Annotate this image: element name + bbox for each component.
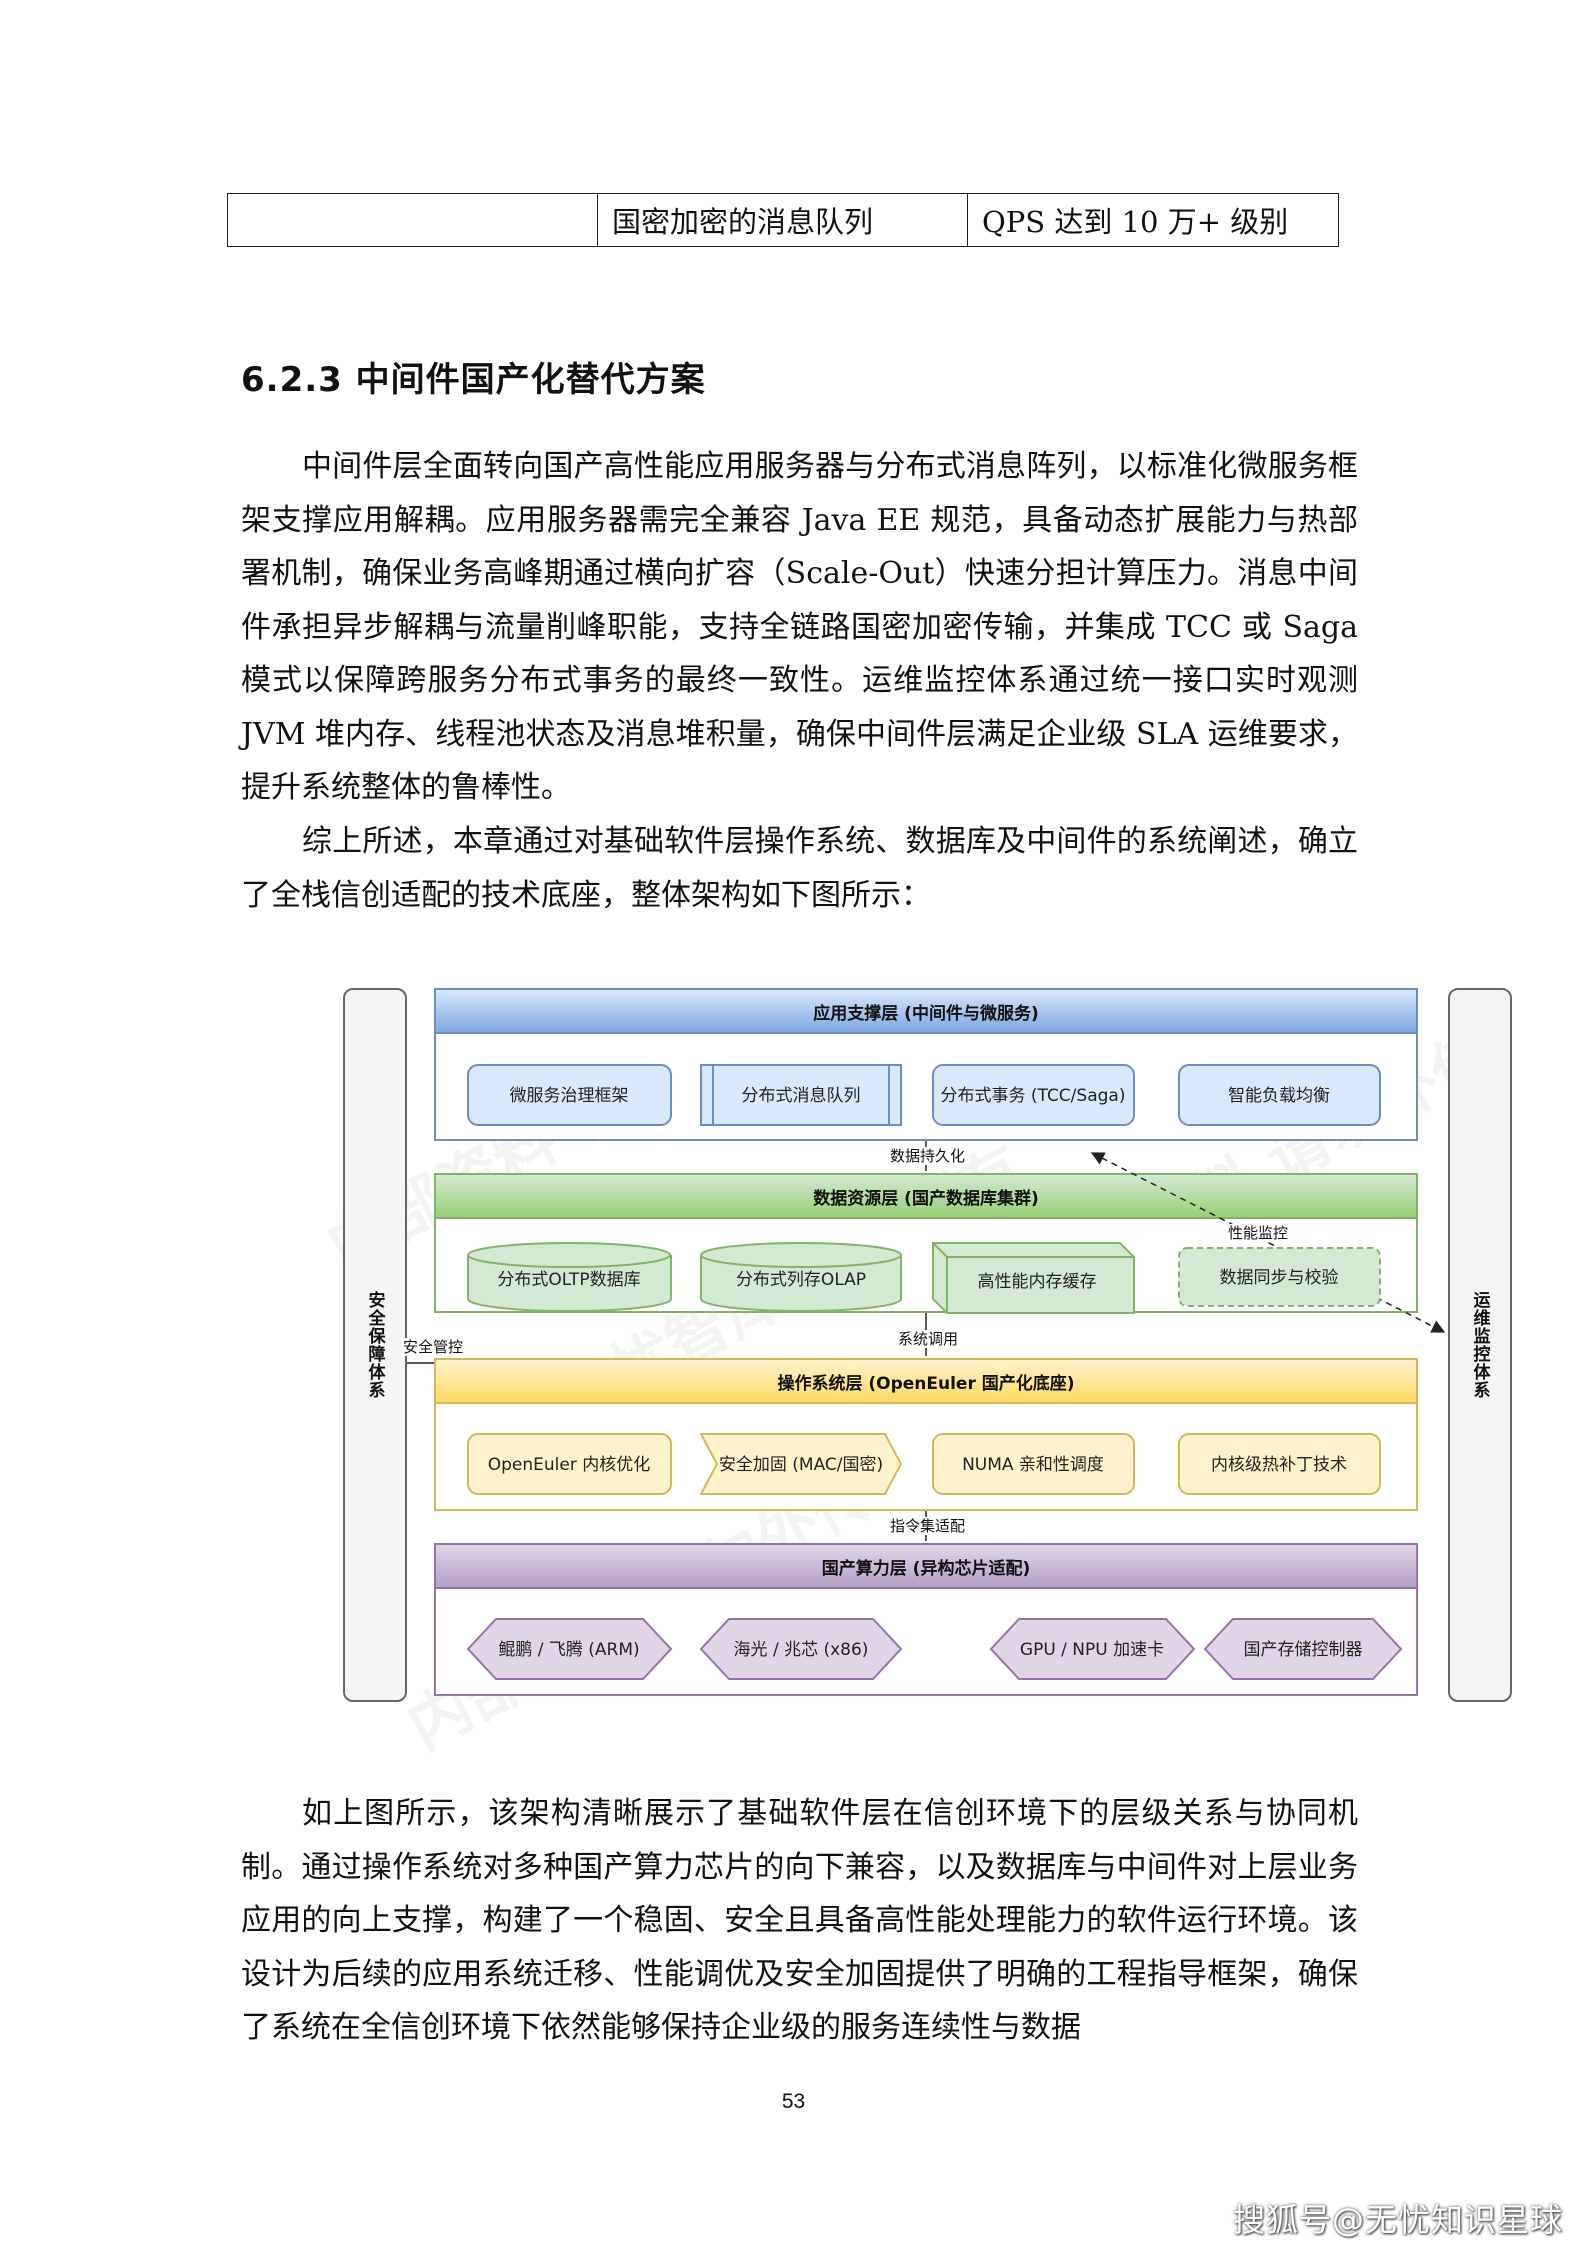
node-label: 内核级热补丁技术 — [1211, 1455, 1347, 1475]
node-label: OpenEuler 内核优化 — [488, 1455, 651, 1475]
section-heading: 6.2.3 中间件国产化替代方案 — [241, 360, 706, 400]
connector-label: 指令集适配 — [888, 1517, 968, 1535]
table-row: 国密加密的消息队列 QPS 达到 10 万+ 级别 — [227, 193, 1339, 247]
node-microservice-governance: 微服务治理框架 — [467, 1064, 672, 1126]
body-paragraph: 中间件层全面转向国产高性能应用服务器与分布式消息阵列，以标准化微服务框架支撑应用… — [241, 449, 1358, 805]
table-cell — [227, 193, 598, 247]
node-data-sync: 数据同步与校验 — [1178, 1247, 1381, 1307]
layer-title: 应用支撑层 (中间件与微服务) — [436, 990, 1416, 1034]
body-paragraph: 如上图所示，该架构清晰展示了基础软件层在信创环境下的层级关系与协同机制。通过操作… — [241, 1796, 1358, 2045]
connector-label: 安全管控 — [401, 1338, 466, 1356]
connector-label: 性能监控 — [1226, 1224, 1291, 1242]
side-label: 运维监控体系 — [1469, 1291, 1490, 1399]
node-kernel-optimization: OpenEuler 内核优化 — [467, 1433, 672, 1495]
node-storage-controller: 国产存储控制器 — [1203, 1618, 1403, 1680]
body-paragraph: 综上所述，本章通过对基础软件层操作系统、数据库及中间件的系统阐述，确立了全栈信创… — [241, 824, 1358, 913]
node-kunpeng-phytium: 鲲鹏 / 飞腾 (ARM) — [466, 1618, 673, 1680]
footer-credit: 搜狐号@无忧知识星球 — [1232, 2201, 1563, 2239]
node-memory-cache: 高性能内存缓存 — [932, 1242, 1135, 1314]
node-label: 分布式OLTP数据库 — [497, 1270, 640, 1290]
node-label: 分布式列存OLAP — [736, 1270, 866, 1290]
node-label: 微服务治理框架 — [510, 1086, 629, 1106]
node-label: 鲲鹏 / 飞腾 (ARM) — [498, 1640, 639, 1660]
node-security-hardening: 安全加固 (MAC/国密) — [699, 1433, 903, 1495]
page-number: 53 — [781, 2090, 806, 2113]
node-hot-patch: 内核级热补丁技术 — [1178, 1433, 1381, 1495]
security-system-panel: 安全保障体系 — [343, 988, 407, 1702]
node-load-balancer: 智能负载均衡 — [1178, 1064, 1381, 1126]
node-label: GPU / NPU 加速卡 — [1020, 1640, 1164, 1660]
table-cell: 国密加密的消息队列 — [597, 193, 968, 247]
node-hygon-zhaoxin: 海光 / 兆芯 (x86) — [699, 1618, 903, 1680]
layer-title: 国产算力层 (异构芯片适配) — [436, 1545, 1416, 1589]
node-label: NUMA 亲和性调度 — [962, 1455, 1104, 1475]
node-label: 海光 / 兆芯 (x86) — [734, 1640, 869, 1660]
layer-title: 操作系统层 (OpenEuler 国产化底座) — [436, 1360, 1416, 1404]
node-numa-scheduling: NUMA 亲和性调度 — [932, 1433, 1135, 1495]
side-label: 安全保障体系 — [364, 1291, 385, 1399]
spec-table-fragment: 国密加密的消息队列 QPS 达到 10 万+ 级别 — [227, 193, 1339, 247]
connector-label: 系统调用 — [896, 1330, 961, 1348]
node-distributed-mq: 分布式消息队列 — [700, 1064, 902, 1126]
node-label: 分布式消息队列 — [742, 1086, 861, 1106]
node-label: 安全加固 (MAC/国密) — [719, 1455, 883, 1475]
node-distributed-transaction: 分布式事务 (TCC/Saga) — [932, 1064, 1135, 1126]
connector-label: 数据持久化 — [888, 1147, 968, 1165]
node-oltp-db: 分布式OLTP数据库 — [467, 1242, 672, 1313]
table-cell: QPS 达到 10 万+ 级别 — [967, 193, 1339, 247]
node-label: 高性能内存缓存 — [978, 1272, 1097, 1292]
ops-monitoring-panel: 运维监控体系 — [1448, 988, 1512, 1702]
node-label: 智能负载均衡 — [1228, 1086, 1330, 1106]
node-olap-columnstore: 分布式列存OLAP — [700, 1242, 902, 1312]
node-gpu-npu: GPU / NPU 加速卡 — [989, 1618, 1196, 1680]
node-label: 国产存储控制器 — [1244, 1640, 1363, 1660]
node-label: 数据同步与校验 — [1220, 1268, 1339, 1288]
node-label: 分布式事务 (TCC/Saga) — [941, 1086, 1126, 1106]
